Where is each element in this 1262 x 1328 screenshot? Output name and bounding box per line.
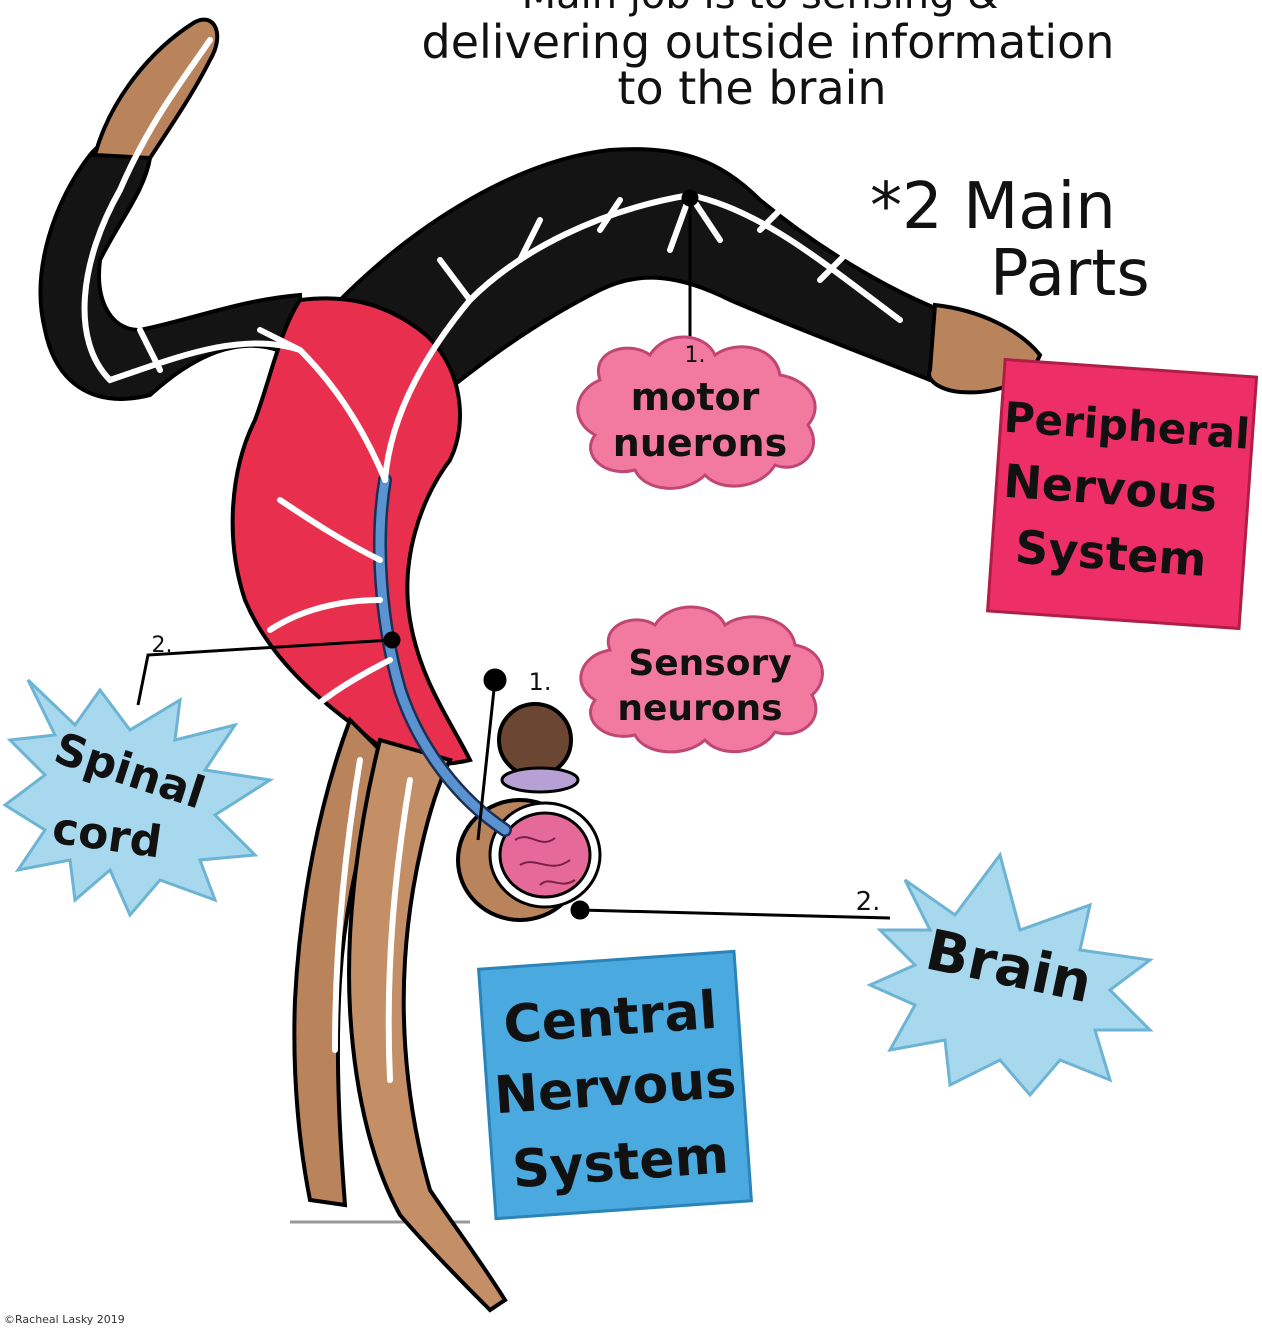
sensory-label-line-2: neurons xyxy=(617,688,782,729)
brain-leader-dot xyxy=(572,902,588,918)
central-nervous-system-box: Central Nervous System xyxy=(479,951,752,1218)
spinal-leader-dot xyxy=(385,633,399,647)
sensory-number: 1. xyxy=(529,668,552,696)
brain-number: 2. xyxy=(856,887,881,917)
header-line-3: to the brain xyxy=(617,61,886,115)
peripheral-nervous-system-box: Peripheral Nervous System xyxy=(988,360,1257,629)
motor-label-line-2: nuerons xyxy=(613,421,787,465)
motor-label-line-1: motor xyxy=(631,375,760,419)
leotard-torso xyxy=(233,298,470,763)
main-parts-line-2: Parts xyxy=(990,237,1150,311)
brain-leader-line xyxy=(580,910,890,918)
back-foot xyxy=(95,20,217,158)
spinal-number: 2. xyxy=(152,633,173,658)
sensory-leader-dot xyxy=(485,670,505,690)
motor-leader-dot xyxy=(683,191,697,205)
spinal-cord-callout: 2. Spinal cord xyxy=(5,633,270,915)
brain-callout: 2. Brain xyxy=(856,855,1150,1095)
sensory-label-line-1: Sensory xyxy=(628,643,791,684)
brain-icon xyxy=(500,813,590,897)
motor-neurons-callout: 1. motor nuerons xyxy=(578,337,815,488)
scrunchie xyxy=(502,768,578,792)
motor-number: 1. xyxy=(685,343,706,368)
credit-text: ©Racheal Lasky 2019 xyxy=(4,1313,125,1326)
main-parts-line-1: *2 Main xyxy=(870,170,1116,244)
sensory-neurons-callout: 1. Sensory neurons xyxy=(529,607,823,752)
hair-bun xyxy=(499,704,571,776)
